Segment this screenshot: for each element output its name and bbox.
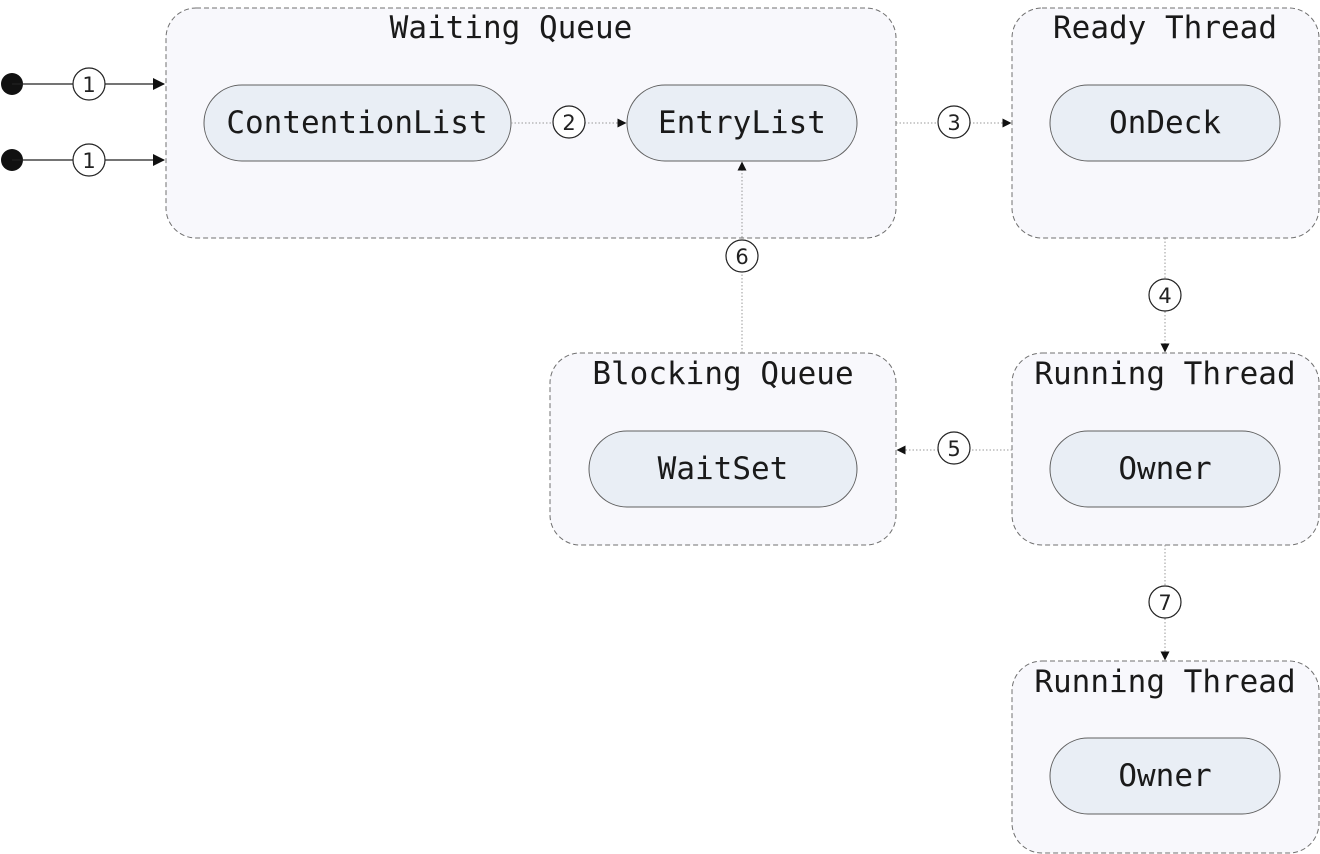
step-number-1b: 1 [82,149,95,173]
step-number-3: 3 [947,111,960,135]
on-deck-node: OnDeck [1049,84,1281,162]
entry-list-node: EntryList [626,84,858,162]
owner-label-1: Owner [1118,451,1211,487]
owner-node-2: Owner [1049,737,1281,815]
ready-thread-title: Ready Thread [1053,10,1277,46]
step-badge-5: 5 [937,431,971,465]
step-badge-1a: 1 [72,67,106,101]
step-badge-7: 7 [1148,585,1182,619]
wait-set-label: WaitSet [658,451,789,487]
owner-label-2: Owner [1118,758,1211,794]
wait-set-node: WaitSet [588,430,858,508]
contention-list-node: ContentionList [203,84,512,162]
step-number-6: 6 [735,245,748,269]
blocking-queue-title: Blocking Queue [592,356,853,392]
running-thread-title-2: Running Thread [1034,664,1295,700]
step-number-7: 7 [1158,591,1171,615]
running-thread-title-1: Running Thread [1034,356,1295,392]
step-number-1a: 1 [82,73,95,97]
step-badge-2: 2 [552,105,586,139]
on-deck-label: OnDeck [1109,105,1221,141]
step-number-4: 4 [1158,284,1171,308]
contention-list-label: ContentionList [226,105,487,141]
waiting-queue-title: Waiting Queue [390,10,633,46]
step-badge-3: 3 [937,105,971,139]
step-badge-4: 4 [1148,278,1182,312]
step-badge-6: 6 [725,239,759,273]
owner-node-1: Owner [1049,430,1281,508]
step-badge-1b: 1 [72,143,106,177]
step-number-5: 5 [947,437,960,461]
step-number-2: 2 [562,111,575,135]
entry-list-label: EntryList [658,105,826,141]
